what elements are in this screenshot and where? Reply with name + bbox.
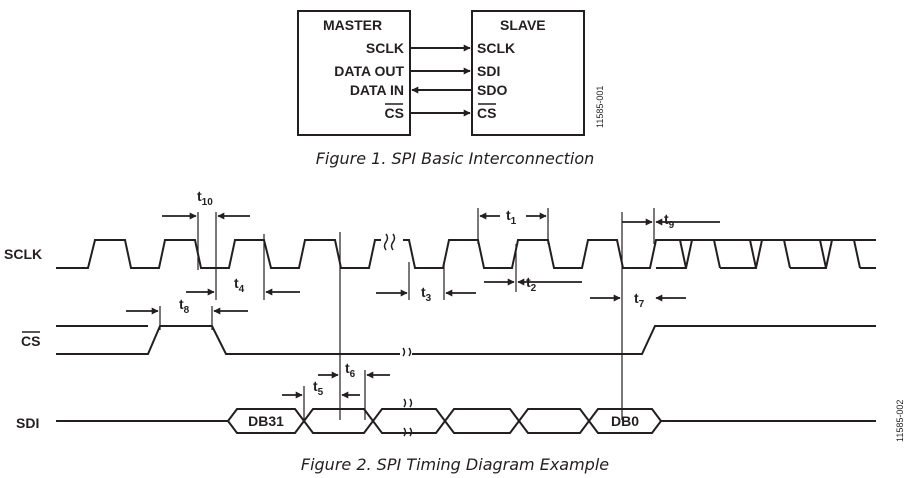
db31-label: DB31 [248,413,284,429]
master-pin-data-in: DATA IN [350,82,404,98]
slave-pin-sdo: SDO [477,82,507,98]
sdi-bit-cell-2 [302,408,375,434]
t3-label: t3 [421,284,432,304]
figure2-code: 11585-002 [895,400,905,442]
t9-label: t9 [664,211,675,231]
sclk-waveform-continued [403,239,876,269]
t6-label: t6 [345,360,356,380]
sdi-break-mark-bottom [403,427,413,437]
slave-pin-sclk: SCLK [477,40,515,56]
master-box [297,10,411,136]
figure1-caption: Figure 1. SPI Basic Interconnection [316,149,595,168]
sclk-waveform [56,239,381,269]
sclk-trailing-pulses [656,239,876,269]
sdi-break-mark-top [403,398,413,408]
t8-label: t8 [179,296,190,316]
sclk-signal-label: SCLK [4,246,42,262]
master-pin-data-out: DATA OUT [334,63,404,79]
slave-pin-cs: CS [477,105,496,121]
sdi-signal-label: SDI [16,415,39,431]
cs-waveform [56,325,876,355]
slave-box [471,10,585,136]
cs-break-mark [402,347,412,357]
slave-title: SLAVE [500,17,546,33]
db0-label: DB0 [611,413,639,429]
t10-label: t10 [197,188,213,208]
t4-label: t4 [234,275,245,295]
figure2-caption: Figure 2. SPI Timing Diagram Example [301,455,609,474]
figure1-code: 11585-001 [595,86,605,128]
slave-pin-sdi: SDI [477,63,500,79]
master-pin-sclk: SCLK [366,40,404,56]
sdi-bit-cell-5 [517,408,591,434]
sclk-break-mark [383,233,396,251]
sdi-bit-cell-4 [443,408,521,434]
master-pin-cs: CS [385,105,404,121]
t7-label: t7 [634,290,645,310]
master-title: MASTER [323,17,382,33]
t2-label: t2 [526,274,537,294]
cs-signal-label: CS [21,333,40,349]
t5-label: t5 [313,378,324,398]
sdi-bit-cell-3 [371,408,447,434]
figure1-interconnection [297,10,585,136]
t1-label: t1 [506,207,517,227]
